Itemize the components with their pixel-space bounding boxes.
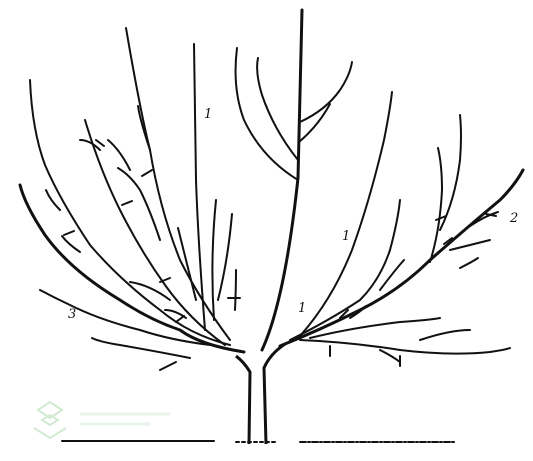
labels: 1 1 1 2 3 bbox=[68, 107, 518, 322]
label-2: 2 bbox=[509, 211, 518, 226]
pruning-cut-marks bbox=[63, 139, 497, 367]
ground-line bbox=[61, 440, 457, 443]
label-1-center: 1 bbox=[298, 301, 306, 316]
watermark-logo-icon bbox=[33, 400, 170, 440]
label-1-right: 1 bbox=[342, 229, 350, 244]
trunk bbox=[235, 342, 286, 445]
label-3: 3 bbox=[68, 307, 76, 322]
label-1-top: 1 bbox=[204, 107, 212, 122]
central-leader bbox=[234, 8, 353, 352]
right-scaffold bbox=[278, 91, 525, 363]
left-scaffold bbox=[18, 27, 246, 371]
